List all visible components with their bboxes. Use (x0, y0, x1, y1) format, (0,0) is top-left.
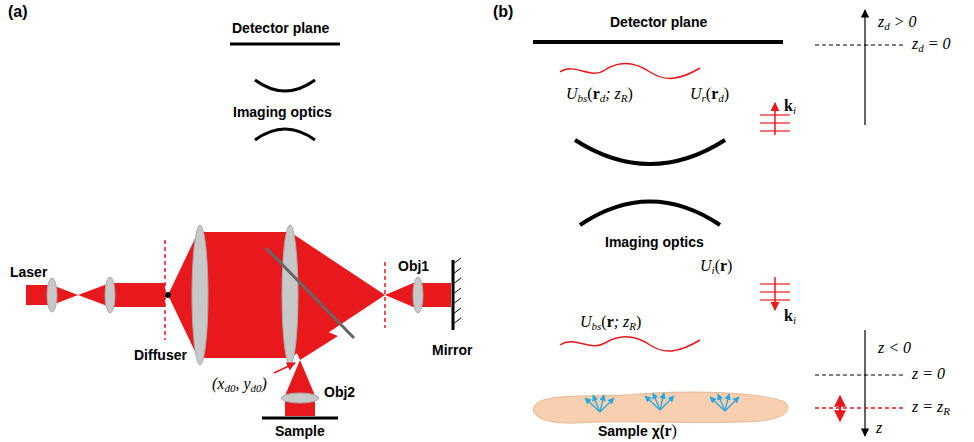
label-text: ) (724, 85, 729, 102)
wavevector-label: ki (784, 96, 796, 117)
part-name: Mirror (432, 340, 472, 359)
label-text: U (566, 85, 578, 102)
label-text: r (664, 422, 671, 439)
label-text: ( (601, 313, 606, 330)
label-text: ( (715, 257, 720, 274)
label-text: Sample (275, 423, 325, 439)
label-text: Mirror (432, 342, 472, 358)
label-text: Laser (10, 264, 47, 280)
subscript: i (793, 314, 796, 326)
label-text: ; z (605, 85, 621, 102)
label-text: ( (587, 85, 592, 102)
part-name: Laser (10, 262, 47, 281)
subscript: d (600, 92, 606, 104)
part-name: Imaging optics (605, 232, 704, 251)
axis-label: z < 0 (878, 338, 911, 357)
label-text: z (912, 35, 918, 52)
subscript: bs (592, 320, 602, 332)
field-label: Ui(r) (700, 256, 732, 277)
part-name: Detector plane (610, 12, 707, 31)
part-name: Detector plane (232, 18, 329, 37)
axis-label: z = 0 (912, 364, 945, 383)
subscript: d (918, 42, 924, 54)
label-text: z < 0 (878, 339, 911, 356)
wavevector-label: ki (784, 306, 796, 327)
subscript: d0 (251, 382, 262, 394)
subscript: i (712, 264, 715, 276)
part-name: Sample (275, 421, 325, 440)
subscript: bs (578, 92, 588, 104)
label-text: U (690, 85, 702, 102)
label-text: r (607, 313, 614, 330)
subscript: i (793, 104, 796, 116)
field-label: Ubs(rd; zR) (566, 84, 633, 105)
label-text: r (720, 257, 727, 274)
axis-label: zd > 0 (878, 12, 917, 33)
panel-letter: (b) (493, 2, 513, 21)
label-text: (a) (8, 3, 28, 20)
subscript: R (943, 405, 950, 417)
subscript: d (718, 92, 724, 104)
label-text: Imaging optics (233, 104, 332, 120)
label-text: ) (636, 313, 641, 330)
label-text: r (711, 85, 718, 102)
subscript: d (884, 20, 890, 32)
part-name: Imaging optics (233, 102, 332, 121)
label-text: Obj2 (324, 384, 355, 400)
label-text: ) (628, 85, 633, 102)
label-text: ) (727, 257, 732, 274)
part-name: Obj1 (398, 256, 429, 275)
subscript: d0 (224, 382, 235, 394)
panel-letter: (a) (8, 2, 28, 21)
label-text: U (700, 257, 712, 274)
label-text: k (784, 307, 793, 324)
axis-label: z (876, 418, 882, 437)
subscript: R (629, 320, 636, 332)
label-text: z (878, 13, 884, 30)
field-label: Ur(rd) (690, 84, 729, 105)
axis-label: z = zR (912, 397, 950, 418)
label-text: Imaging optics (605, 234, 704, 250)
label-text: z = z (912, 398, 943, 415)
label-text: Sample χ( (598, 423, 664, 439)
label-text: ) (262, 375, 267, 392)
label-text: r (593, 85, 600, 102)
label-text: ( (706, 85, 711, 102)
label-text: ) (672, 422, 677, 439)
label-text: > 0 (894, 13, 917, 30)
label-text: (x (212, 375, 224, 392)
label-text: k (784, 97, 793, 114)
subscript: r (702, 92, 706, 104)
label-text: z = 0 (912, 365, 945, 382)
part-name: Diffuser (134, 345, 187, 364)
label-text: Obj1 (398, 258, 429, 274)
subscript: R (621, 92, 628, 104)
coordinate-label: (xd0, yd0) (212, 374, 267, 395)
label-text: z (876, 419, 882, 436)
label-text: U (580, 313, 592, 330)
label-text: Diffuser (134, 347, 187, 363)
label-text: ; z (614, 313, 630, 330)
axis-label: zd = 0 (912, 34, 951, 55)
part-name: Obj2 (324, 382, 355, 401)
label-text: Detector plane (232, 20, 329, 36)
label-text: , y (235, 375, 250, 392)
field-label: Ubs(r; zR) (580, 312, 641, 333)
label-text: Detector plane (610, 14, 707, 30)
label-text: (b) (493, 3, 513, 20)
label-text: = 0 (928, 35, 951, 52)
sample-label: Sample χ(r) (598, 421, 677, 440)
